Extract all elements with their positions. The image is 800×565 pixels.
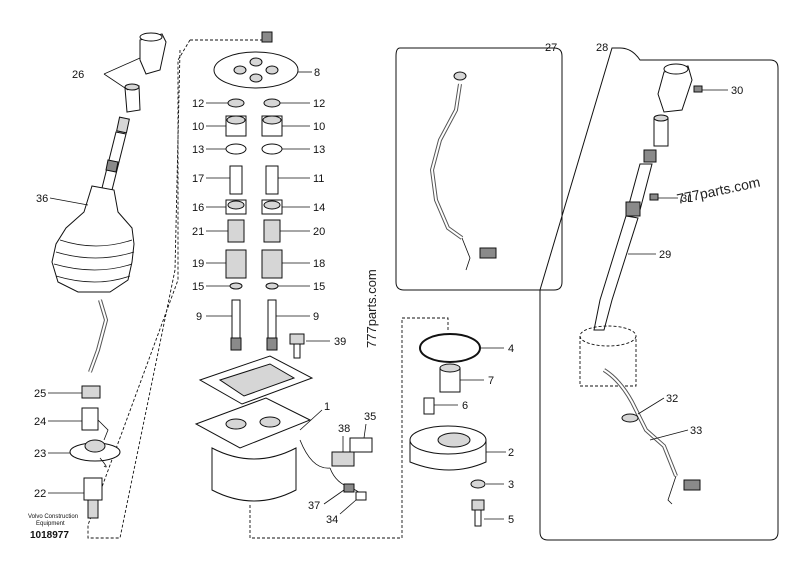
washer-3 xyxy=(470,479,504,489)
nut-25 xyxy=(48,385,101,399)
connector-38-35 xyxy=(323,423,373,515)
label-16: 16 xyxy=(192,202,204,214)
label-25: 25 xyxy=(34,388,46,400)
label-28: 28 xyxy=(596,42,608,54)
label-23: 23 xyxy=(34,448,46,460)
part-labels: 26 36 25 24 23 22 8 12 12 10 10 13 13 17… xyxy=(34,42,743,526)
label-33: 33 xyxy=(690,425,702,437)
oring-4 xyxy=(419,333,504,363)
label-12-right: 12 xyxy=(313,98,325,110)
label-34: 34 xyxy=(326,514,338,526)
label-32: 32 xyxy=(666,393,678,405)
leaders-centre xyxy=(206,102,310,317)
label-39: 39 xyxy=(334,336,346,348)
label-21: 21 xyxy=(192,226,204,238)
label-35: 35 xyxy=(364,411,376,423)
label-14: 14 xyxy=(313,202,325,214)
label-18: 18 xyxy=(313,258,325,270)
label-17: 17 xyxy=(192,173,204,185)
right-stack xyxy=(261,98,283,351)
top-plate-8 xyxy=(213,31,312,89)
label-10-left: 10 xyxy=(192,121,204,133)
label-12-left: 12 xyxy=(192,98,204,110)
drawing-id: 1018977 xyxy=(30,530,69,541)
label-38: 38 xyxy=(338,423,350,435)
label-6: 6 xyxy=(462,400,468,412)
label-19: 19 xyxy=(192,258,204,270)
label-36: 36 xyxy=(36,193,48,205)
label-10-right: 10 xyxy=(313,121,325,133)
label-20: 20 xyxy=(313,226,325,238)
label-13-left: 13 xyxy=(192,144,204,156)
bolt-5 xyxy=(471,499,504,527)
label-24: 24 xyxy=(34,416,46,428)
screw-39 xyxy=(289,333,330,359)
left-stack xyxy=(225,98,247,351)
lever-shaft xyxy=(101,116,130,191)
label-15-right: 15 xyxy=(313,281,325,293)
box-28-frame xyxy=(539,47,779,541)
pin-6 xyxy=(423,397,458,415)
cable-32-33 xyxy=(602,368,701,505)
label-27: 27 xyxy=(545,42,557,54)
label-26: 26 xyxy=(72,69,84,81)
coupling-22 xyxy=(48,477,103,519)
label-9-right: 9 xyxy=(313,311,319,323)
knob-26 xyxy=(103,32,167,113)
bracket-24 xyxy=(48,407,109,441)
watermark-right: 777parts.com xyxy=(675,174,761,207)
label-7: 7 xyxy=(488,375,494,387)
label-3: 3 xyxy=(508,479,514,491)
label-15-left: 15 xyxy=(192,281,204,293)
group-boundary-bottom xyxy=(249,317,449,539)
label-5: 5 xyxy=(508,514,514,526)
label-8: 8 xyxy=(314,67,320,79)
footer-brand-line2: Equipment xyxy=(36,521,65,527)
boot-base xyxy=(579,325,637,387)
shaft-29 xyxy=(593,149,678,331)
label-11: 11 xyxy=(313,173,324,185)
knob-30 xyxy=(657,63,728,113)
group-boundary-left xyxy=(87,39,262,539)
plate-23 xyxy=(48,439,121,468)
footer-brand-line1: Volvo Construction xyxy=(28,514,78,520)
sleeve-31 xyxy=(653,114,669,147)
cable-27 xyxy=(429,47,542,271)
label-4: 4 xyxy=(508,343,514,355)
label-30: 30 xyxy=(731,85,743,97)
label-1: 1 xyxy=(324,401,330,413)
bushing-7 xyxy=(439,363,484,393)
box-27-frame xyxy=(395,47,563,291)
watermark-center: 777parts.com xyxy=(364,269,379,348)
label-29: 29 xyxy=(659,249,671,261)
label-2: 2 xyxy=(508,447,514,459)
label-13-right: 13 xyxy=(313,144,325,156)
rubber-boot-36 xyxy=(49,185,135,293)
housing-1 xyxy=(194,355,331,502)
label-31: 31 xyxy=(681,193,693,205)
flange-2 xyxy=(409,425,506,471)
label-9-left: 9 xyxy=(196,311,202,323)
label-22: 22 xyxy=(34,488,46,500)
label-37: 37 xyxy=(308,500,320,512)
